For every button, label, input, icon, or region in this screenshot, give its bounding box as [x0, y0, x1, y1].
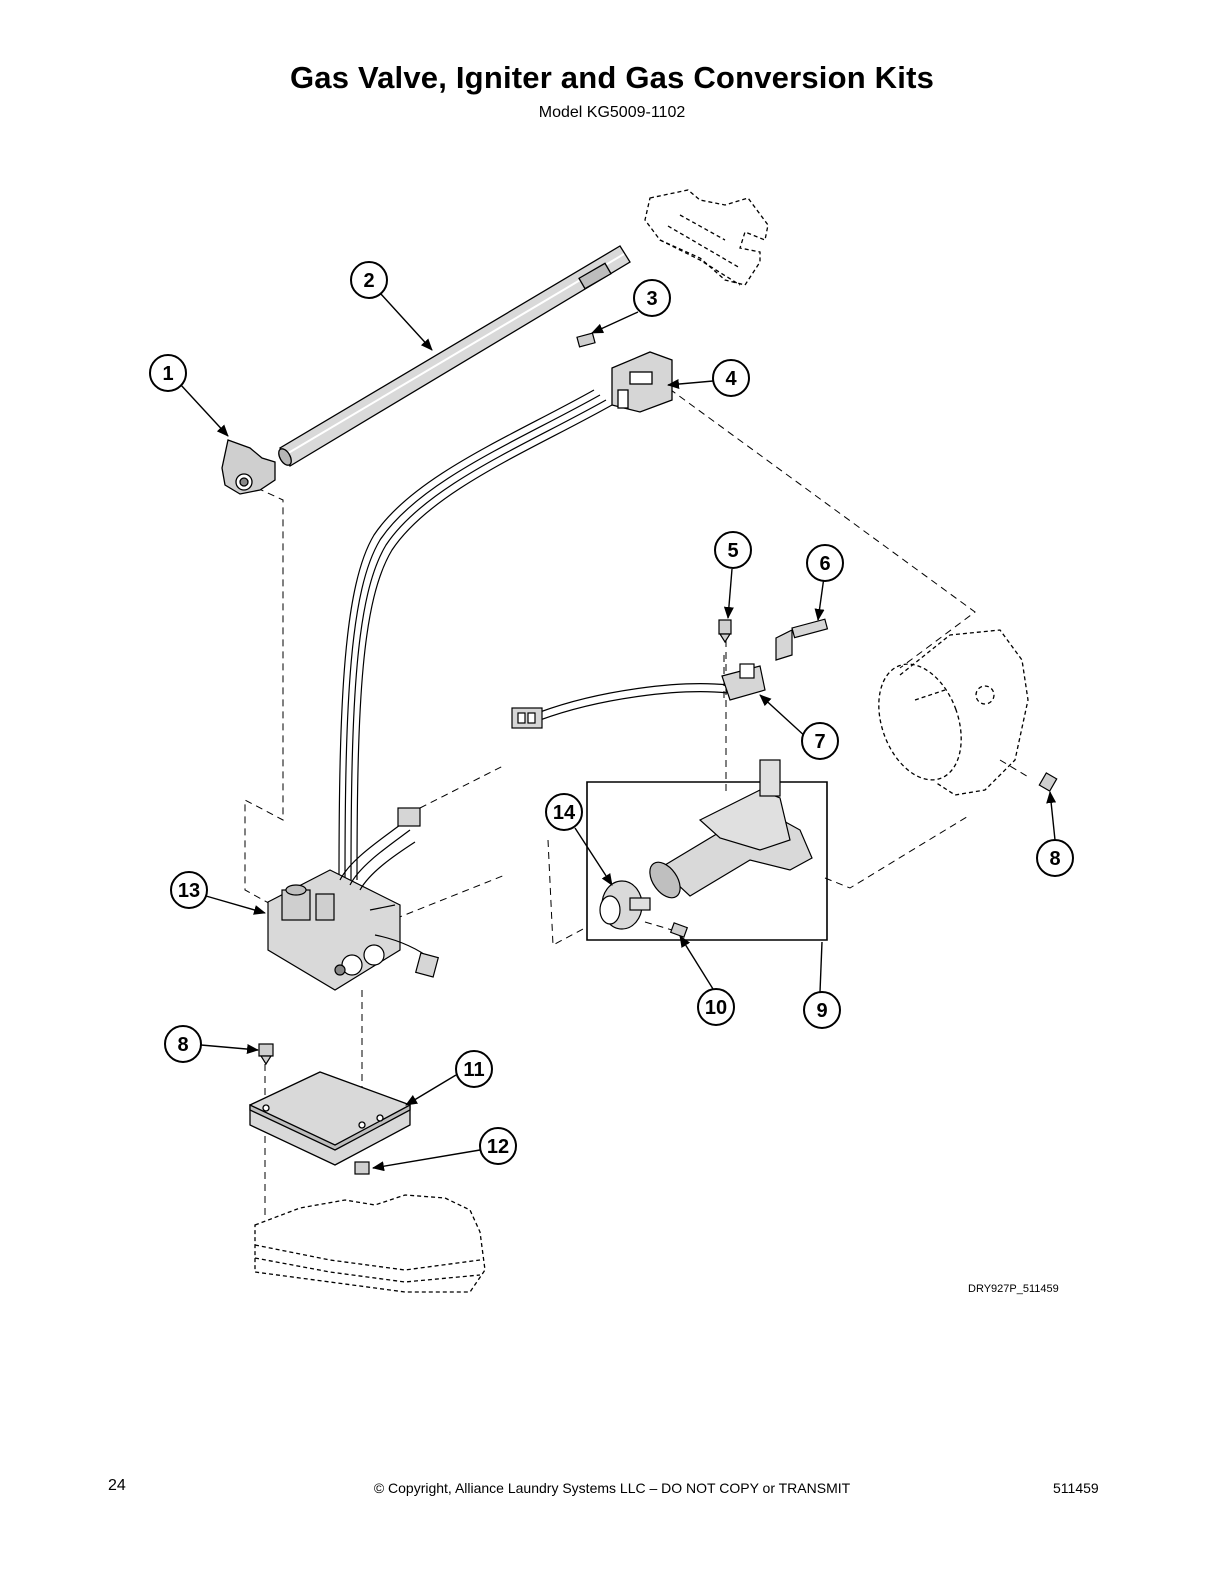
callout-10: 10 — [697, 988, 735, 1026]
callout-1: 1 — [149, 354, 187, 392]
callout-7: 7 — [801, 722, 839, 760]
igniter-assembly — [511, 663, 766, 729]
page-title: Gas Valve, Igniter and Gas Conversion Ki… — [289, 60, 935, 95]
callout-8-right: 8 — [1036, 839, 1074, 877]
callout-11: 11 — [455, 1050, 493, 1088]
mounting-plate — [249, 1071, 411, 1166]
callout-8-right-label: 8 — [1049, 848, 1060, 870]
callout-5: 5 — [714, 531, 752, 569]
callout-10-label: 10 — [705, 997, 727, 1019]
document-number: 511459 — [1053, 1480, 1099, 1496]
screw-part-12 — [354, 1161, 370, 1175]
page-number: 24 — [108, 1477, 126, 1494]
callout-13: 13 — [170, 871, 208, 909]
callout-leaders — [179, 292, 1057, 1172]
callout-4-label: 4 — [725, 368, 737, 390]
callout-1-label: 1 — [162, 363, 173, 385]
callout-2: 2 — [350, 261, 388, 299]
gas-pipe — [278, 245, 631, 467]
callout-8-left-label: 8 — [177, 1034, 188, 1056]
igniter-bracket — [611, 351, 673, 413]
callout-9-label: 9 — [816, 1000, 827, 1022]
screw-part-3 — [576, 332, 596, 348]
callout-11-label: 11 — [463, 1059, 484, 1081]
burner-housing — [878, 629, 1029, 796]
pipe-elbow-fitting — [221, 439, 276, 495]
callout-8-left: 8 — [164, 1025, 202, 1063]
diagram-reference-code: DRY927P_511459 — [968, 1283, 1059, 1295]
screw-part-10 — [669, 922, 689, 938]
callout-markers: 1 2 3 4 5 6 7 8 — [149, 261, 1074, 1165]
orifice-cap — [599, 880, 651, 930]
base-panel-lower — [254, 1194, 486, 1293]
burner — [649, 759, 813, 899]
callout-5-label: 5 — [727, 540, 738, 562]
callout-12-label: 12 — [487, 1136, 509, 1158]
model-subtitle: Model KG5009-1102 — [538, 104, 686, 121]
callout-4: 4 — [712, 359, 750, 397]
callout-12: 12 — [479, 1127, 517, 1165]
copyright-notice: © Copyright, Alliance Laundry Systems LL… — [373, 1480, 851, 1496]
callout-2-label: 2 — [363, 270, 374, 292]
callout-13-label: 13 — [178, 880, 200, 902]
screw-part-8-right — [1038, 772, 1058, 792]
callout-3: 3 — [633, 279, 671, 317]
screw-part-8-lower — [258, 1043, 274, 1066]
bolt-part-6 — [775, 618, 829, 661]
callout-6: 6 — [806, 544, 844, 582]
callout-14: 14 — [545, 793, 583, 831]
callout-14-label: 14 — [553, 802, 576, 824]
screw-part-5 — [718, 619, 732, 644]
callout-3-label: 3 — [646, 288, 657, 310]
frame-bracket-upper — [644, 189, 769, 286]
burner-kit-box — [586, 781, 828, 941]
gas-valve — [267, 807, 440, 991]
callout-9: 9 — [803, 991, 841, 1029]
callout-6-label: 6 — [819, 553, 830, 575]
callout-7-label: 7 — [814, 731, 825, 753]
igniter-wire-harness — [338, 389, 613, 881]
